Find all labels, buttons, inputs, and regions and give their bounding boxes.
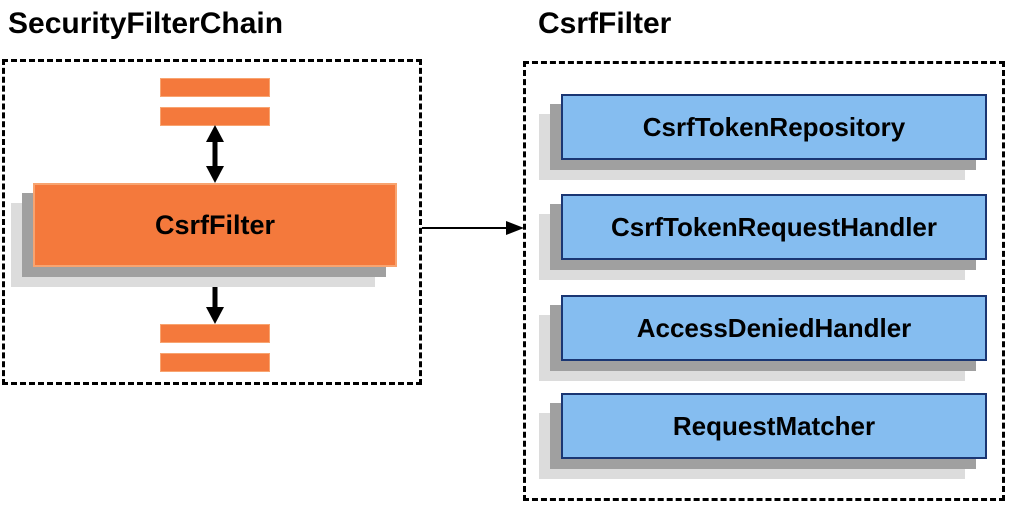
csrf-filter-node-label: CsrfFilter xyxy=(33,183,397,267)
component-label: AccessDeniedHandler xyxy=(561,295,987,361)
component-csrf-token-request-handler: CsrfTokenRequestHandler xyxy=(539,194,987,280)
csrf-filter-node: CsrfFilter xyxy=(11,183,397,287)
right-panel-title: CsrfFilter xyxy=(538,7,672,40)
filter-placeholder-bar xyxy=(160,78,270,97)
left-panel-title: SecurityFilterChain xyxy=(8,7,284,40)
component-access-denied-handler: AccessDeniedHandler xyxy=(539,295,987,381)
filter-placeholder-bar xyxy=(160,353,270,372)
component-label: CsrfTokenRequestHandler xyxy=(561,194,987,260)
double-arrow-icon xyxy=(206,125,224,183)
component-request-matcher: RequestMatcher xyxy=(539,393,987,479)
csrf-filter-components-box xyxy=(523,61,1005,501)
component-label: CsrfTokenRepository xyxy=(561,94,987,160)
right-arrow-icon xyxy=(422,221,524,235)
filter-placeholder-bar xyxy=(160,107,270,126)
component-csrf-token-repository: CsrfTokenRepository xyxy=(539,94,987,180)
security-filter-chain-box xyxy=(2,59,422,385)
filter-placeholder-bar xyxy=(160,324,270,343)
component-label: RequestMatcher xyxy=(561,393,987,459)
